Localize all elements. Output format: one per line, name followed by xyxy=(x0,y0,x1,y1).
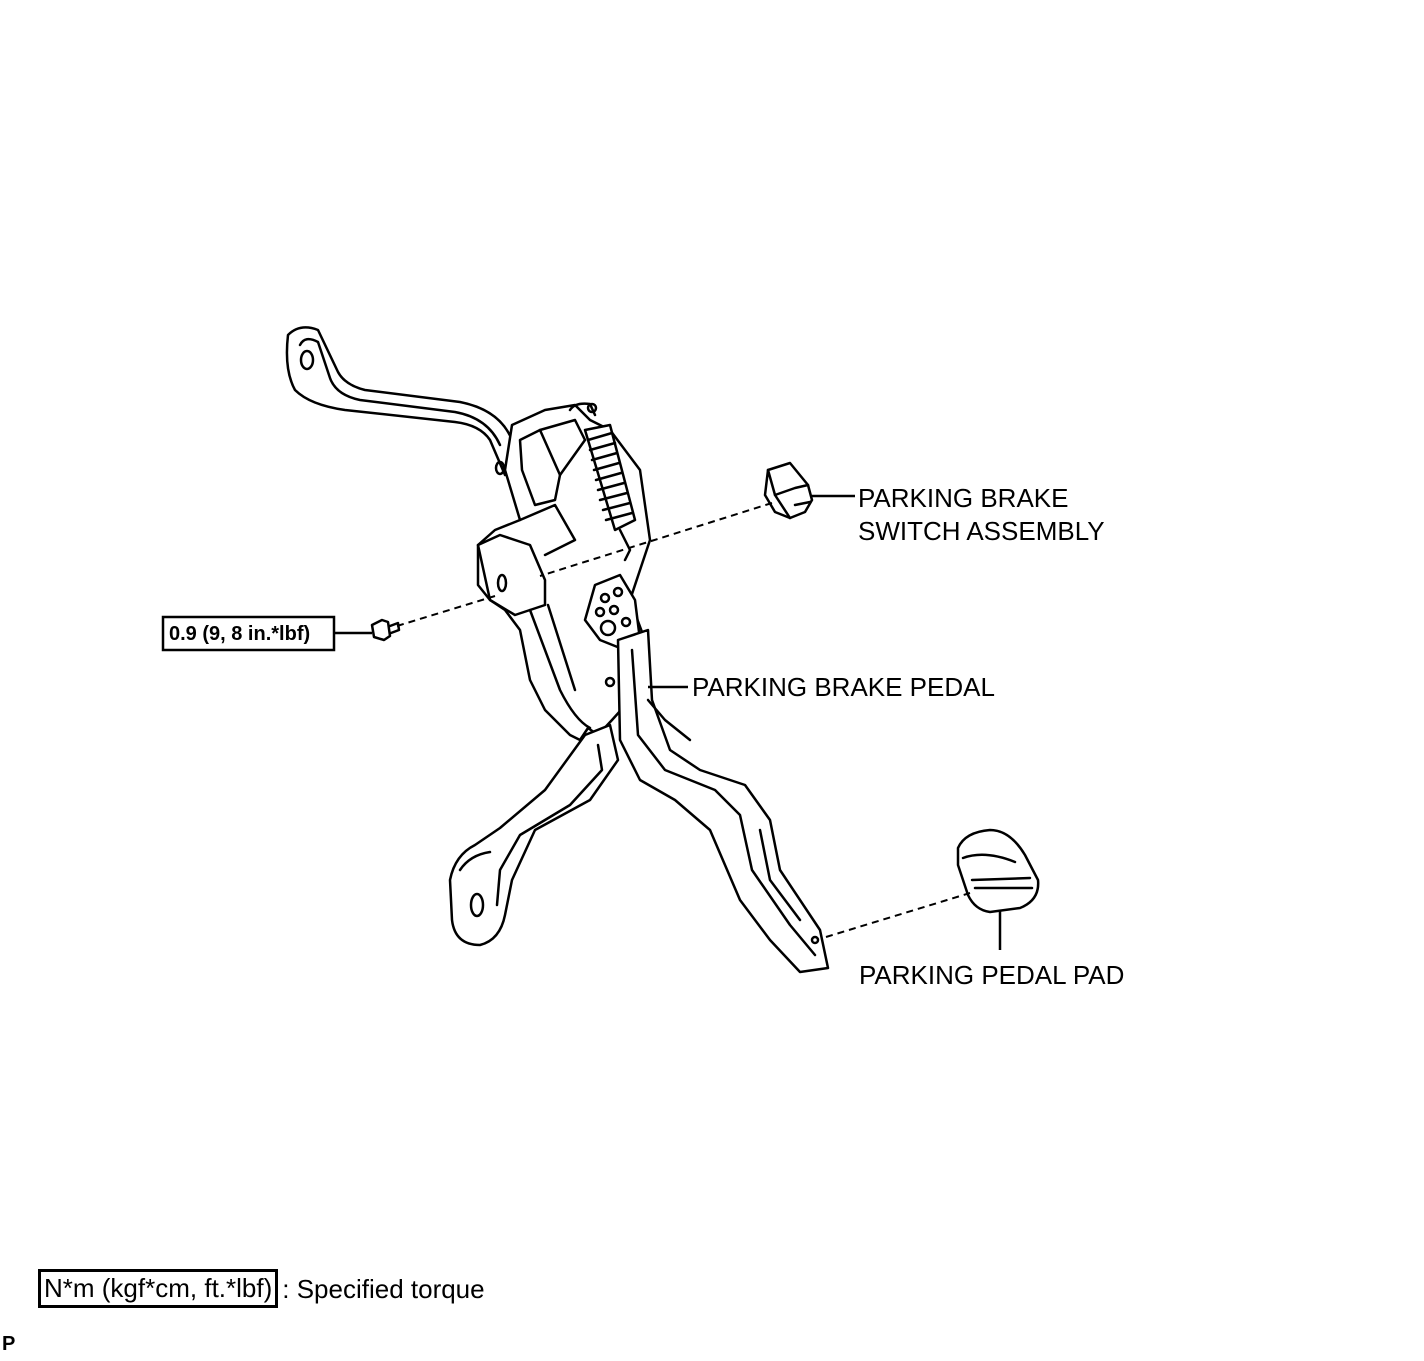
torque-spec-box xyxy=(161,615,336,652)
pad-label: PARKING PEDAL PAD xyxy=(859,960,1124,990)
switch-assembly-line xyxy=(539,502,773,577)
torque-unit-box: N*m (kgf*cm, ft.*lbf) xyxy=(38,1269,279,1308)
torque-legend: N*m (kgf*cm, ft.*lbf) : Specified torque xyxy=(38,1269,485,1308)
torque-spec-value: 0.9 (9, 8 in.*lbf) xyxy=(169,623,310,645)
lower-mounting-bracket xyxy=(448,723,620,947)
pedal-label: PARKING BRAKE PEDAL xyxy=(692,672,995,702)
page-code: P xyxy=(2,1333,16,1355)
pad-assembly-line xyxy=(825,892,971,938)
bolt-part xyxy=(370,618,401,642)
upper-mounting-bracket xyxy=(285,326,520,477)
torque-legend-text: : Specified torque xyxy=(282,1273,485,1304)
pedal-lever xyxy=(616,628,830,974)
switch-label-line1: PARKING BRAKE xyxy=(858,483,1068,513)
switch-label-line2: SWITCH ASSEMBLY xyxy=(858,516,1105,546)
parking-brake-switch-part xyxy=(763,461,814,520)
return-spring xyxy=(583,423,637,562)
bolt-assembly-line xyxy=(396,595,496,627)
parking-pedal-pad-part xyxy=(956,828,1040,914)
